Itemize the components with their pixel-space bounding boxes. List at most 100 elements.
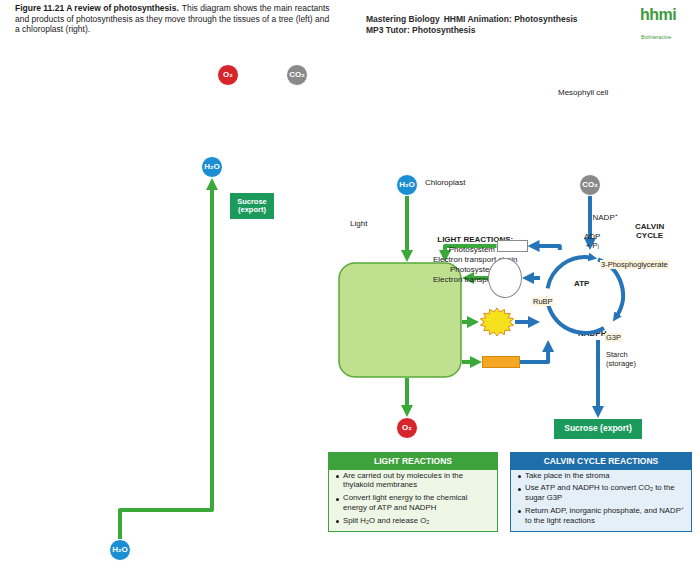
cloud	[280, 419, 360, 441]
summary-box: CALVIN CYCLE REACTIONSTake place in the …	[510, 452, 692, 532]
leaf-magnifier	[234, 123, 283, 155]
flow-arrow	[120, 185, 212, 539]
label-holder: Light	[350, 212, 367, 230]
sun	[31, 48, 119, 136]
sucrose-flow-arrow	[226, 222, 286, 534]
node-label: Sucrose (export)	[564, 424, 632, 433]
canopy	[75, 205, 185, 315]
bullet-dot	[518, 488, 521, 491]
label-holder: G3P	[605, 326, 622, 344]
text-holder: Sucrose (export)	[564, 424, 632, 433]
node-label: NADP⁺	[593, 214, 618, 222]
canopy-highlight	[144, 274, 176, 306]
canopy-highlight	[287, 202, 313, 228]
part-label: G3P	[605, 333, 622, 342]
text-holder: CO₂	[582, 181, 598, 189]
text-row: LIGHT REACTIONS	[329, 453, 497, 470]
leaf-magnifier	[232, 120, 286, 159]
label-holder: MP3 Tutor: Photosynthesis	[366, 19, 475, 37]
chloroplast-outline: ChloroplastLIGHT REACTIONS:Photosystem I…	[330, 205, 692, 400]
text-row: ATP	[574, 280, 589, 288]
header-triangle	[4, 5, 12, 11]
node-label: ATP	[574, 280, 589, 288]
bullet-dot	[336, 498, 339, 501]
text-row: Return ADP, inorganic phosphate, and NAD…	[511, 505, 691, 527]
label-holder: RuBP	[532, 290, 554, 308]
text-row: O₂	[223, 71, 233, 79]
text-row: H₂O	[204, 163, 220, 171]
text-holder: NADP⁺	[593, 214, 618, 222]
bullet-text: Convert light energy to the chemical ene…	[343, 493, 491, 512]
part-label: MP3 Tutor: Photosynthesis	[366, 25, 475, 35]
canopy-highlight	[280, 340, 300, 360]
canopy-highlight	[178, 348, 202, 372]
flow-arrow	[405, 196, 409, 255]
text-row: CO₂	[289, 71, 305, 79]
flow-arrow	[462, 320, 472, 324]
sucrose-box: Sucrose (export)	[553, 418, 643, 440]
zoom-arrow	[292, 75, 516, 190]
cloud	[0, 385, 63, 405]
bullet-dot	[518, 510, 521, 513]
text-row: CO₂	[582, 181, 598, 189]
root	[195, 492, 218, 565]
bullet-text: Return ADP, inorganic phosphate, and NAD…	[525, 506, 685, 525]
link-icon	[351, 8, 363, 20]
sucrose-box: Sucrose (export)	[229, 192, 275, 220]
canopy-highlight	[83, 218, 107, 242]
text-holder: Sucrose (export)	[237, 198, 267, 215]
carbon-dioxide-circle: CO₂	[286, 64, 308, 86]
part-label: Mastering Biology	[366, 14, 440, 24]
canopy	[115, 265, 225, 375]
canopy	[102, 342, 178, 418]
mesophyll-cell	[486, 65, 498, 73]
part-label: Light	[350, 219, 367, 228]
mesophyll-cell	[502, 88, 514, 96]
part-label: Mesophyll cell	[558, 88, 608, 97]
node-label: CALVIN CYCLE	[635, 223, 664, 241]
mesophyll-cell	[458, 55, 544, 136]
mesophyll-cell	[494, 112, 506, 120]
text-row: Convert light energy to the chemical ene…	[329, 492, 497, 514]
header-triangle	[4, 5, 12, 11]
text-row: H₂O	[112, 546, 128, 554]
text-row: CALVIN CYCLE	[635, 223, 664, 241]
figure-title: Figure 11.21 A review of photosynthesis.	[15, 3, 179, 13]
canopy	[27, 90, 353, 420]
label-holder: Mesophyll cell	[558, 81, 608, 99]
mesophyll-cell	[524, 80, 536, 88]
leader-line	[545, 87, 555, 90]
sucrose-flow-arrow	[226, 222, 286, 534]
canopy	[205, 195, 315, 305]
gas-arrow	[234, 88, 296, 109]
node-label: O₂	[223, 71, 233, 79]
text-row: NADP⁺	[593, 214, 618, 222]
node-label: Sucrose (export)	[237, 198, 267, 215]
light-bolt	[360, 226, 391, 262]
bullet-dot	[336, 475, 339, 478]
text-row: Split H₂O and release O₂	[329, 515, 497, 528]
bullet-text: Split H₂O and release O₂	[343, 516, 491, 526]
water-circle: H₂O	[201, 156, 223, 178]
canopy	[27, 272, 83, 328]
part-label: hhmi	[640, 6, 676, 23]
mesophyll-cell	[464, 65, 536, 128]
flow-arrow	[529, 276, 540, 280]
text-holder: Chloroplast	[425, 178, 465, 187]
text-holder: O₂	[223, 71, 233, 79]
atp-burst	[480, 308, 513, 336]
adp-oval: ADP + Pᵢ	[488, 258, 522, 298]
zoom-arrow	[292, 75, 446, 128]
trunk	[203, 330, 232, 495]
canopy	[276, 273, 340, 337]
text-row: O₂	[402, 424, 412, 432]
label-holder: HHMI Animation: Photosynthesis	[444, 8, 578, 26]
flow-arrow	[462, 360, 475, 364]
text-row: Sucrose (export)	[564, 424, 632, 433]
mesophyll-cell	[469, 74, 481, 82]
text-holder: H₂O	[112, 546, 128, 554]
cloud	[0, 103, 398, 441]
part-label: HHMI Animation: Photosynthesis	[444, 14, 578, 24]
